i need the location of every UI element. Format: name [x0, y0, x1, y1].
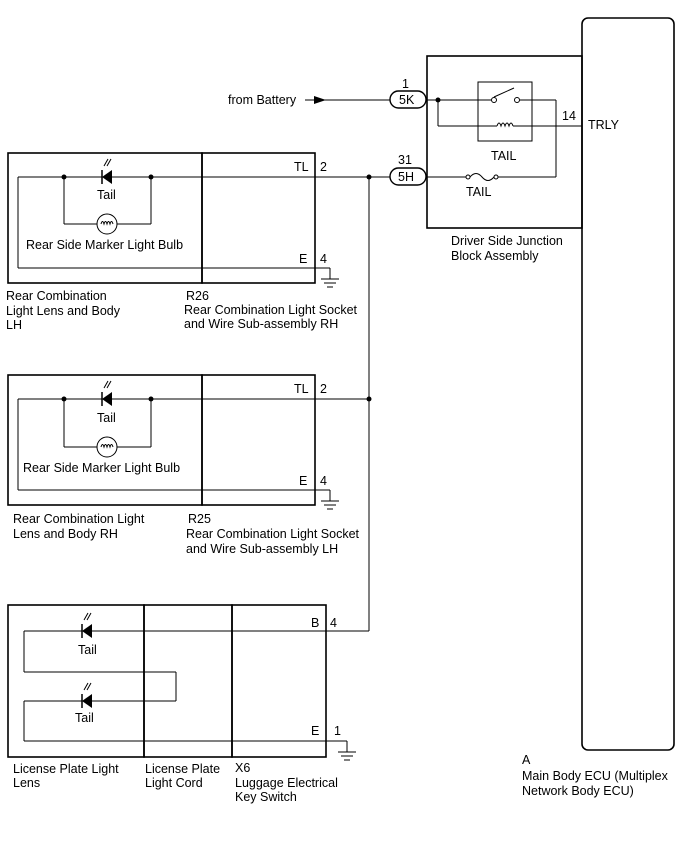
connector-5k-label: 5K [399, 93, 415, 107]
ecu-name-line1: Main Body ECU (Multiplex [522, 769, 669, 783]
connector-5h-label: 5H [398, 170, 414, 184]
license-cord-box [143, 604, 233, 758]
main-body-ecu-box [581, 17, 675, 751]
pin-battery: 1 [402, 77, 409, 91]
license-ground-icon [338, 741, 356, 761]
fuse-label: TAIL [466, 185, 492, 199]
rh-lens-line3: LH [6, 318, 22, 332]
relay-coil-icon [496, 122, 514, 128]
rh-marker-label: Rear Side Marker Light Bulb [26, 238, 183, 252]
lh-tail-label: Tail [97, 411, 116, 425]
junction-name-line1: Driver Side Junction [451, 234, 563, 248]
rh-tail-bulb-icon [102, 170, 112, 184]
rh-led-rays-icon [103, 158, 112, 167]
license-bulb2-icon [82, 694, 92, 708]
lh-terminal-tl: TL [294, 382, 309, 396]
rh-tail-label: Tail [97, 188, 116, 202]
lh-socket-line2: and Wire Sub-assembly LH [186, 542, 338, 556]
lh-lens-line2: Lens and Body RH [13, 527, 118, 541]
rh-pin-tl: 2 [320, 160, 327, 174]
lh-lens-line1: Rear Combination Light [13, 512, 145, 526]
license-led2-rays-icon [83, 682, 92, 691]
trly-label: TRLY [588, 118, 620, 132]
rh-lens-line1: Rear Combination [6, 289, 107, 303]
lh-marker-label: Rear Side Marker Light Bulb [23, 461, 180, 475]
rh-terminal-e: E [299, 252, 307, 266]
tail-relay-box [477, 81, 533, 142]
rh-ground-icon [321, 268, 339, 288]
fuse-end-right [493, 174, 499, 180]
license-pin-b: 4 [330, 616, 337, 630]
pin-tail-out: 31 [398, 153, 412, 167]
rh-socket-line2: and Wire Sub-assembly RH [184, 317, 338, 331]
rh-terminal-tl: TL [294, 160, 309, 174]
lh-terminal-e: E [299, 474, 307, 488]
battery-arrow-icon [314, 96, 326, 104]
tail-fuse-icon [469, 173, 495, 181]
license-cord-line2: Light Cord [145, 776, 203, 790]
luggage-switch-box [231, 604, 327, 758]
license-terminal-e: E [311, 724, 319, 738]
relay-contact-left [491, 97, 497, 103]
lh-lens-box [7, 374, 203, 506]
from-battery-label: from Battery [228, 93, 297, 107]
relay-switch-arm [493, 87, 515, 98]
lh-tail-bulb-icon [102, 392, 112, 406]
lh-ground-icon [321, 490, 339, 510]
relay-contact-right [514, 97, 520, 103]
fuse-end-left [465, 174, 471, 180]
junction-block-box [426, 55, 583, 229]
license-terminal-b: B [311, 616, 319, 630]
lh-socket-code: R25 [188, 512, 211, 526]
license-lens-line1: License Plate Light [13, 762, 119, 776]
license-led1-rays-icon [83, 612, 92, 621]
rh-socket-box [201, 152, 316, 284]
pin-trly: 14 [562, 109, 576, 123]
license-bulb2-label: Tail [75, 711, 94, 725]
relay-label: TAIL [491, 149, 517, 163]
license-bulb1-icon [82, 624, 92, 638]
rh-socket-line1: Rear Combination Light Socket [184, 303, 358, 317]
license-pin-e: 1 [334, 724, 341, 738]
license-lens-line2: Lens [13, 776, 40, 790]
lh-pin-e: 4 [320, 474, 327, 488]
lh-pin-tl: 2 [320, 382, 327, 396]
switch-line2: Key Switch [235, 790, 297, 804]
lh-socket-box [201, 374, 316, 506]
junction-name-line2: Block Assembly [451, 249, 539, 263]
ecu-name-line2: Network Body ECU) [522, 784, 634, 798]
license-bulb1-label: Tail [78, 643, 97, 657]
license-lens-box [7, 604, 145, 758]
switch-line1: Luggage Electrical [235, 776, 338, 790]
rh-pin-e: 4 [320, 252, 327, 266]
ecu-code: A [522, 753, 531, 767]
switch-code: X6 [235, 761, 250, 775]
lh-socket-line1: Rear Combination Light Socket [186, 527, 360, 541]
lh-led-rays-icon [103, 380, 112, 389]
license-cord-line1: License Plate [145, 762, 220, 776]
rh-lens-line2: Light Lens and Body [6, 304, 121, 318]
rh-socket-code: R26 [186, 289, 209, 303]
rh-lens-box [7, 152, 203, 284]
